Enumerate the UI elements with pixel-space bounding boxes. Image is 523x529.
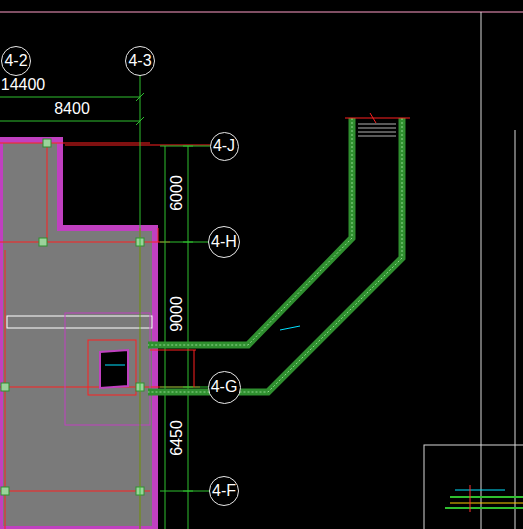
axis-label: 4-2 bbox=[4, 53, 27, 69]
dimension-text: 9000 bbox=[169, 296, 185, 332]
dimension-text: 8400 bbox=[54, 101, 90, 117]
frame-line bbox=[515, 130, 516, 529]
structure-lines bbox=[0, 143, 215, 529]
structure-lines bbox=[194, 350, 195, 387]
axis-label: 4-3 bbox=[128, 53, 151, 69]
axis-bubble: 4-J bbox=[210, 132, 239, 161]
frame-line bbox=[481, 12, 482, 529]
column bbox=[1, 139, 144, 495]
axis-bubble: 4-G bbox=[208, 371, 241, 404]
axis-bubble: 4-F bbox=[209, 476, 239, 506]
detail-sketch bbox=[445, 485, 523, 512]
ramp-end bbox=[345, 113, 410, 123]
detail-box bbox=[424, 445, 523, 529]
dimension-line bbox=[0, 93, 193, 529]
axis-label: 4-H bbox=[211, 234, 237, 250]
axis-bubble: 4-H bbox=[208, 226, 240, 258]
axis-bubble: 4-2 bbox=[1, 46, 31, 76]
grid-line bbox=[140, 74, 211, 529]
axis-bubble: 4-3 bbox=[125, 46, 155, 76]
axis-label: 4-J bbox=[213, 138, 235, 154]
pit-hole bbox=[100, 350, 128, 388]
axis-label: 4-F bbox=[212, 483, 236, 499]
pit-outline bbox=[65, 313, 150, 425]
dimension-text: 6000 bbox=[169, 175, 185, 211]
ramp-wall bbox=[148, 118, 402, 392]
hatch bbox=[358, 124, 396, 136]
slope-mark bbox=[105, 365, 125, 366]
frame-line bbox=[0, 12, 523, 13]
axis-label: 4-G bbox=[211, 379, 238, 395]
structure-lines bbox=[150, 350, 196, 351]
dimension-text: 6450 bbox=[169, 420, 185, 456]
building-outline bbox=[0, 140, 155, 529]
pit-outline bbox=[88, 340, 136, 395]
slope-mark bbox=[280, 326, 300, 330]
dimension-text: 14400 bbox=[1, 77, 46, 93]
opening-box bbox=[7, 316, 152, 328]
